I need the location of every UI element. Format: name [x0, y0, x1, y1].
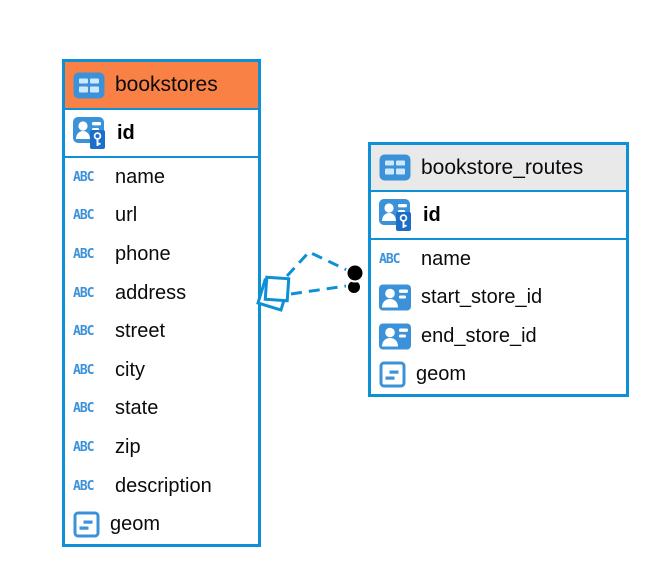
column-name: name [115, 165, 166, 188]
table-header-bookstore-routes[interactable]: bookstore_routes [371, 145, 626, 192]
table-icon [73, 72, 105, 99]
column-name: phone [115, 242, 171, 265]
column-list: ABC name ABC url ABC phone ABC address A… [65, 158, 258, 544]
entity-table-bookstores[interactable]: bookstores id ABC name ABC url ABC p [62, 59, 261, 547]
column-row[interactable]: ABC name [371, 240, 626, 279]
column-name: zip [115, 435, 141, 458]
text-type-icon: ABC [73, 285, 94, 301]
column-row[interactable]: ABC city [65, 351, 258, 390]
text-type-icon: ABC [73, 439, 94, 455]
primary-key-icon [379, 198, 413, 232]
table-title: bookstore_routes [421, 155, 584, 179]
column-name: id [117, 121, 135, 144]
text-type-icon: ABC [73, 169, 94, 185]
column-name: city [115, 358, 145, 381]
column-row[interactable]: ABC address [65, 274, 258, 313]
relationship-target-anchor[interactable] [345, 263, 365, 295]
column-row[interactable]: ABC street [65, 312, 258, 351]
column-name: name [421, 247, 472, 270]
relationship-line-2[interactable] [290, 284, 347, 296]
column-name: address [115, 281, 187, 304]
source-anchor-front-square[interactable] [263, 275, 291, 303]
column-name: description [115, 474, 212, 497]
target-anchor-dot[interactable] [345, 263, 365, 283]
text-type-icon: ABC [73, 246, 94, 262]
table-icon [379, 154, 411, 181]
reference-column-icon [379, 323, 411, 350]
geometry-type-icon [73, 511, 100, 538]
column-row[interactable]: ABC zip [65, 428, 258, 467]
relationship-line-1[interactable] [285, 250, 350, 278]
reference-column-icon [379, 284, 411, 311]
relationship-source-anchor[interactable] [256, 275, 291, 312]
column-name: end_store_id [421, 324, 537, 347]
text-type-icon: ABC [73, 324, 94, 340]
column-row[interactable]: ABC state [65, 390, 258, 429]
column-row[interactable]: ABC name [65, 158, 258, 197]
text-type-icon: ABC [73, 478, 94, 494]
column-row[interactable]: end_store_id [371, 317, 626, 356]
text-type-icon: ABC [73, 362, 94, 378]
column-name: url [115, 204, 138, 227]
text-type-icon: ABC [379, 251, 400, 267]
column-name: id [423, 203, 441, 226]
column-list: ABC name start_store_id end_store_id [371, 240, 626, 394]
column-row[interactable]: ABC phone [65, 235, 258, 274]
column-row-id[interactable]: id [65, 110, 258, 158]
column-row[interactable]: start_store_id [371, 279, 626, 318]
table-header-bookstores[interactable]: bookstores [65, 62, 258, 110]
column-name: start_store_id [421, 286, 543, 309]
column-row[interactable]: geom [371, 356, 626, 395]
column-name: street [115, 320, 166, 343]
column-row-id[interactable]: id [371, 192, 626, 240]
primary-key-icon [73, 116, 107, 150]
text-type-icon: ABC [73, 208, 94, 224]
column-name: state [115, 397, 159, 420]
column-row[interactable]: geom [65, 505, 258, 544]
text-type-icon: ABC [73, 401, 94, 417]
entity-table-bookstore-routes[interactable]: bookstore_routes id ABC name start_st [368, 142, 629, 397]
column-name: geom [416, 363, 467, 386]
column-row[interactable]: ABC description [65, 467, 258, 506]
column-row[interactable]: ABC url [65, 197, 258, 236]
column-name: geom [110, 513, 161, 536]
geometry-type-icon [379, 361, 406, 388]
table-title: bookstores [115, 73, 218, 96]
